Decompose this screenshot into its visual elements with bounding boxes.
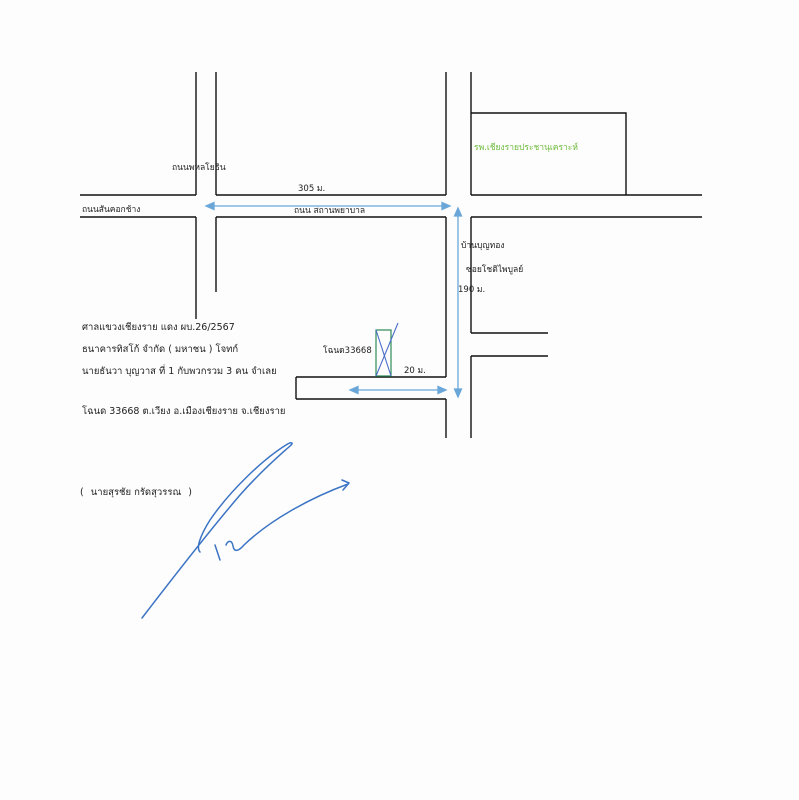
deed-plot-marker [375,322,399,377]
case-deed-line: โฉนด 33668 ต.เวียง อ.เมืองเชียงราย จ.เชี… [82,406,286,417]
label-soi-chotiphaibun: ซอยโชติไพบูลย์ [466,264,523,275]
signature-stroke-flourish [225,483,349,552]
label-distance-305: 305 ม. [298,184,325,194]
label-distance-190: 190 ม. [458,285,485,295]
distance-arrows [204,201,463,399]
arrow-190-head-bottom [453,388,463,399]
label-road-sathan-phayaban: ถนน สถานพยาบาล [294,206,365,216]
label-road-san-khok-chang: ถนนสันคอกช้าง [82,204,140,215]
deed-plot-cross-a [375,329,392,377]
arrow-190-head-top [453,206,463,217]
signature-stroke-mark [214,544,221,561]
signatory-name: ( นายสุรชัย กรัดสุวรรณ ) [78,485,194,500]
case-plaintiff-line: ธนาคารทิสโก้ จำกัด ( มหาชน ) โจทก์ [82,344,239,355]
hospital-block-outline [471,112,627,195]
signatory-open-paren: ( [80,487,84,498]
deed-plot-box [375,329,392,377]
case-defendant-line: นายธันวา บุญวาส ที่ 1 กับพวกรวม 3 คน จำเ… [82,366,277,377]
case-court-line: ศาลแขวงเชียงราย แดง ผบ.26/2567 [82,322,235,333]
signatory-name-text: นายสุรชัย กรัดสุวรรณ [90,487,182,498]
label-hospital: รพ.เชียงรายประชานุเคราะห์ [474,142,578,153]
arrow-305-head-left [204,201,215,211]
label-ban-bun-thong: บ้านบุญทอง [461,240,504,251]
deed-plot-cross-b [375,322,399,377]
road-network [80,72,702,438]
arrow-20-head-left [348,385,359,395]
signature-stroke-main [141,442,293,619]
signature-stroke-tail [341,479,350,491]
label-road-phahon: ถนนพหลโยธิน [172,162,226,173]
arrow-20-head-right [437,385,448,395]
label-distance-20: 20 ม. [404,366,426,376]
signatory-close-paren: ) [188,487,193,498]
arrow-305-head-right [441,201,452,211]
label-deed-box: โฉนด33668 [323,345,372,356]
